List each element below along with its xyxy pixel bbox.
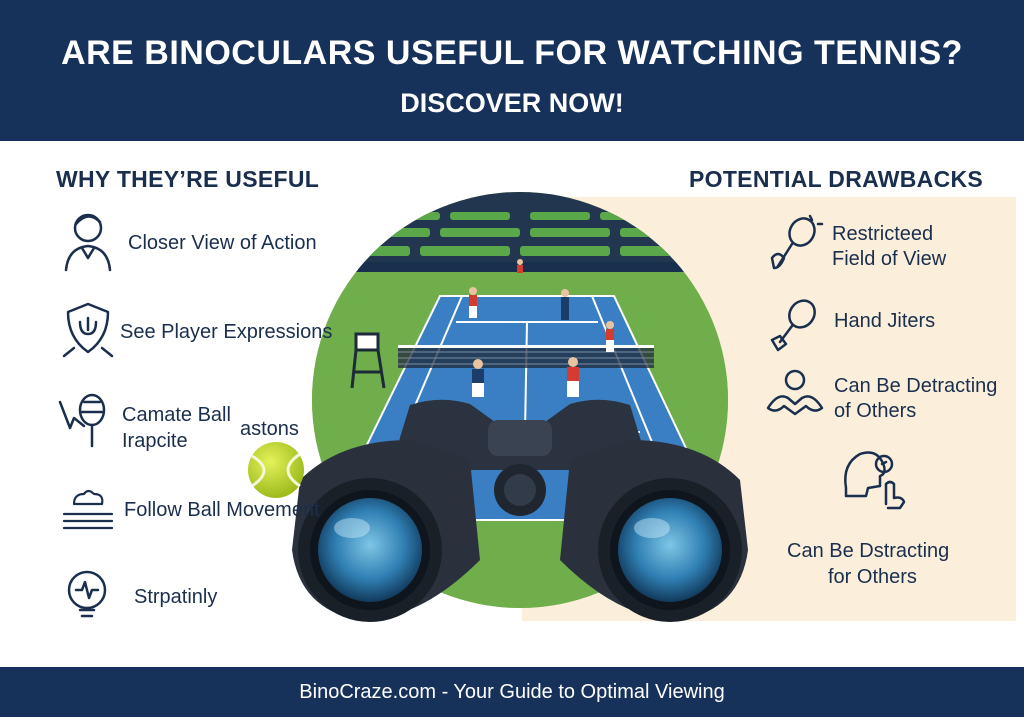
- page-title: ARE BINOCULARS USEFUL FOR WATCHING TENNI…: [61, 34, 963, 72]
- racket-icon: [768, 296, 824, 352]
- person-icon: [60, 208, 116, 272]
- useful-item-label: Follow Ball Movement: [124, 499, 320, 521]
- useful-item-label: Irapcite: [122, 430, 188, 452]
- drawback-item-label: Can Be Detracting: [834, 375, 998, 397]
- stray-label: astons: [240, 418, 299, 440]
- drawback-item-label: Field of View: [832, 248, 947, 270]
- useful-heading: WHY THEY’RE USEFUL: [56, 166, 320, 192]
- shield-icon: [60, 300, 116, 360]
- drawback-item-label: Can Be Dstracting: [787, 540, 950, 562]
- drawbacks-heading: POTENTIAL DRAWBACKS: [689, 166, 984, 192]
- head-hand-icon: [838, 440, 912, 510]
- footer-text: BinoCraze.com - Your Guide to Optimal Vi…: [299, 681, 725, 703]
- drawback-item-label: Hand Jiters: [834, 310, 936, 332]
- pulse-bulb-icon: [62, 568, 112, 624]
- useful-item-label: Strpatinly: [134, 586, 218, 608]
- useful-item-label: Closer View of Action: [128, 232, 317, 254]
- header-banner: [0, 0, 1024, 141]
- useful-item-label: See Player Expressions: [120, 321, 333, 343]
- racket-hand-icon: [768, 214, 824, 272]
- racket-cursor-icon: [56, 392, 116, 452]
- tennis-ball-icon: [248, 442, 304, 498]
- cloud-layers-icon: [60, 486, 116, 532]
- page-subtitle: DISCOVER NOW!: [400, 88, 624, 118]
- drawback-item-label: Restricteed: [832, 223, 934, 245]
- drawback-item-label: of Others: [834, 400, 917, 422]
- drawback-item-label: for Others: [828, 566, 917, 588]
- binoculars-icon: [292, 399, 748, 622]
- useful-item-label: Camate Ball: [122, 404, 231, 426]
- footer-banner: [0, 667, 1024, 717]
- person-arms-icon: [764, 368, 826, 420]
